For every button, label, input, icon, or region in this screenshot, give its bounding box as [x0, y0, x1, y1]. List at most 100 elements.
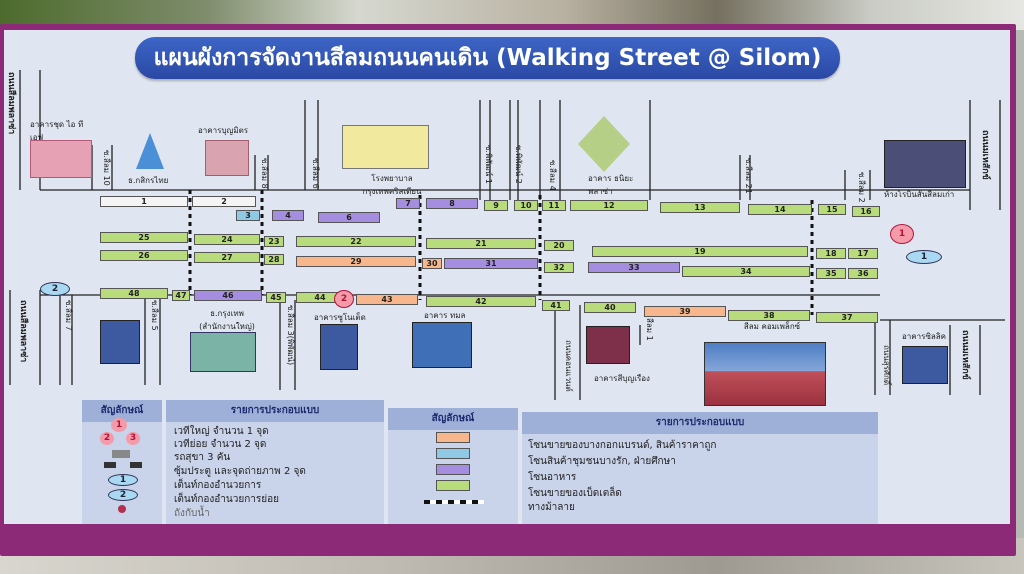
small-stage-marker: 2 [334, 290, 354, 308]
legend-item: เวทีใหญ่ จำนวน 1 จุด [174, 426, 269, 437]
legend-item: เต็นท์กองอำนวยการย่อย [174, 494, 279, 505]
legend-item: รถสุขา 3 คัน [174, 452, 231, 463]
road-label-lower-right: ถนนสุรศักดิ์ [882, 345, 891, 386]
building-label: อาคาร ทมล [424, 311, 466, 320]
zone-22: 22 [296, 236, 416, 247]
zone-28: 28 [264, 254, 284, 265]
soi-label: ซ.พิพัฒน์ 1 [484, 145, 493, 184]
zone-1: 1 [100, 196, 188, 207]
legend-item: ถังกับน้ำ [174, 508, 210, 519]
building-icon [902, 346, 948, 384]
water-tank-icon [118, 505, 126, 513]
gate-icon [130, 462, 142, 468]
legend-item: เต็นท์กองอำนวยการ [174, 480, 262, 491]
building-label: ธ.กสิกรไทย [128, 176, 169, 185]
zone-21: 21 [426, 238, 536, 249]
zone-18: 18 [816, 248, 846, 259]
green-zone-swatch [436, 480, 470, 491]
soi-label: ซ.พิพัฒน์ 2 [514, 145, 523, 184]
zone-39: 39 [644, 306, 726, 317]
toilet-truck-icon [112, 450, 130, 458]
zone-10: 10 [514, 200, 538, 211]
zone-7: 7 [396, 198, 420, 209]
soi-label: ซ.สีลม 3(พิพัฒน์) [286, 305, 295, 366]
building-label: ห้างโรบินสันสีลมเก่า [884, 190, 955, 199]
building-label: ธ.กรุงเทพ (สำนักงานใหญ่) [199, 309, 255, 331]
zone-29: 29 [296, 256, 416, 267]
building-label: อาคาร ธนิยะพลาซ่า [588, 174, 634, 196]
bangkok-bank-icon [190, 332, 256, 372]
soi-label: ซ.สีลม 4 [548, 160, 557, 191]
zone-36: 36 [848, 268, 878, 279]
legend-item: โซนอาหาร [528, 472, 577, 483]
zone-37: 37 [816, 312, 878, 323]
building-icon [412, 322, 472, 368]
road-label-right-bottom: ถนนมเหสักข์ [960, 330, 970, 380]
zone-26: 26 [100, 250, 188, 261]
soi-label: ซ.สีลม 1 [645, 310, 654, 341]
hospital-icon [342, 125, 429, 169]
zone-25: 25 [100, 232, 188, 243]
building-icon [100, 320, 140, 364]
soi-label: ซ.สีลม 21 [744, 158, 753, 194]
legend-symbol-header: สัญลักษณ์ [82, 400, 162, 422]
zone-27: 27 [194, 252, 260, 263]
tent-main-marker: 1 [906, 250, 942, 264]
zone-47: 47 [172, 290, 190, 301]
zone-31: 31 [444, 258, 538, 269]
soi-label: ซ.สีลม 6 [311, 158, 320, 189]
zone-32: 32 [544, 262, 574, 273]
zone-23: 23 [264, 236, 284, 247]
zone-13: 13 [660, 202, 740, 213]
zone-40: 40 [584, 302, 636, 313]
building-icon [586, 326, 630, 364]
silom-complex-icon [704, 342, 826, 406]
building-boonmitr-icon [205, 140, 249, 176]
building-label: อาคารบุญมิตร [198, 126, 249, 135]
building-icon [320, 324, 358, 370]
soi-label: ซ.สีลม 8 [260, 158, 269, 189]
tent-sub-marker: 2 [40, 282, 70, 296]
zone-41: 41 [542, 300, 570, 311]
zone-19: 19 [592, 246, 808, 257]
zone-48: 48 [100, 288, 168, 299]
zone-16: 16 [852, 206, 880, 217]
tent-main-symbol: 1 [108, 474, 138, 486]
zone-43: 43 [356, 294, 418, 305]
zone-2: 2 [192, 196, 256, 207]
zone-38: 38 [728, 310, 810, 321]
blue-zone-swatch [436, 448, 470, 459]
legend-detail-header: รายการประกอบแบบ [166, 400, 384, 422]
legend-item: ซุ้มประตู และจุดถ่ายภาพ 2 จุด [174, 466, 306, 477]
soi-label: ซ.สีลม 10 [102, 150, 111, 186]
zone-14: 14 [748, 204, 812, 215]
legend-symbol-header-2: สัญลักษณ์ [388, 408, 518, 430]
soi-label: ซ.สีลม 7 [64, 300, 73, 331]
zone-15: 15 [818, 204, 846, 215]
building-label: อาคารสีบุญเรือง [594, 374, 650, 383]
zone-6: 6 [318, 212, 380, 223]
legend-item: เวทีย่อย จำนวน 2 จุด [174, 439, 267, 450]
purple-zone-swatch [436, 464, 470, 475]
zone-30: 30 [422, 258, 442, 269]
road-label-lower-center: ถนนคอนแวนต์ [564, 340, 573, 392]
soi-label: ซ.สีลม 2 [857, 172, 866, 203]
building-itf-icon [30, 140, 92, 178]
zone-11: 11 [542, 200, 566, 211]
small-stage-symbol: 2 [100, 432, 114, 445]
legend-item: โซนขายของบางกอกแบรนด์, สินค้าราคาถูก [528, 440, 717, 451]
zone-33: 33 [588, 262, 680, 273]
robinson-icon [884, 140, 966, 188]
big-stage-marker: 1 [890, 224, 914, 244]
gate-icon [104, 462, 116, 468]
zone-8: 8 [426, 198, 478, 209]
zone-35: 35 [816, 268, 846, 279]
zone-12: 12 [570, 200, 648, 211]
legend-item: ทางม้าลาย [528, 502, 575, 513]
tent-sub-symbol: 2 [108, 489, 138, 501]
legend-detail-header-2: รายการประกอบแบบ [522, 412, 878, 434]
zone-17: 17 [848, 248, 878, 259]
zone-9: 9 [484, 200, 508, 211]
road-label-left-bottom: ถนนสีลมพลาซ่า [18, 300, 28, 363]
zone-42: 42 [426, 296, 536, 307]
